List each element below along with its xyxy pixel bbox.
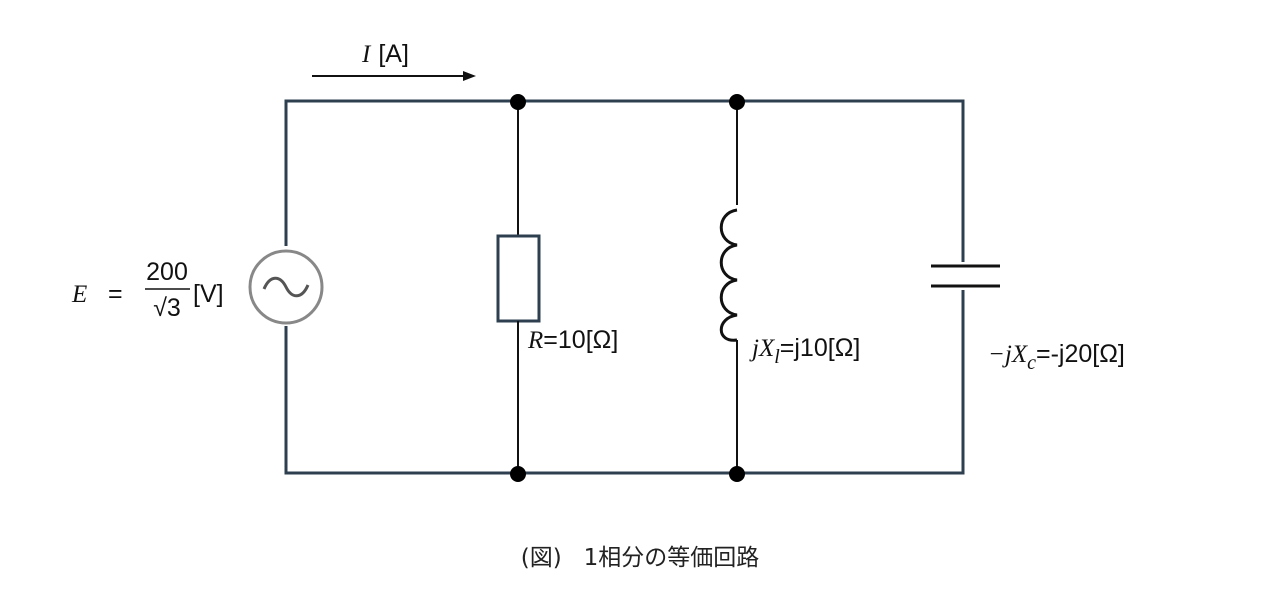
source-numerator: 200 [146, 258, 188, 286]
node-top-right [729, 94, 745, 110]
ac-source-icon [248, 249, 324, 325]
node-bottom-right [729, 466, 745, 482]
capacitor-symbol-text: −jX [988, 341, 1029, 368]
current-unit: [A] [378, 40, 409, 68]
inductor-coil [719, 208, 738, 342]
svg-text:E: E [71, 281, 87, 308]
resistor-label: R=10[Ω] [527, 326, 618, 354]
inductor-label: jXl=j10[Ω] [749, 334, 860, 368]
inductor-branch [719, 101, 738, 473]
junction-nodes [510, 94, 745, 482]
node-bottom-left [510, 466, 526, 482]
resistor-symbol-text: R [527, 327, 543, 354]
outer-loop-wire [284, 99, 965, 475]
figure-caption: (図) 1相分の等価回路 [521, 545, 760, 571]
inductor-subscript: l [774, 346, 780, 368]
source-unit: [V] [193, 280, 224, 308]
inductor-value: =j10[Ω] [780, 334, 861, 362]
source-label: E = 200 √3 [V] [71, 258, 224, 322]
current-arrow [312, 71, 476, 81]
capacitor-value: =-j20[Ω] [1036, 340, 1125, 368]
source-equals: = [108, 280, 123, 308]
capacitor-symbol [931, 264, 1000, 288]
current-symbol: I [361, 41, 372, 68]
capacitor-subscript: c [1027, 352, 1036, 374]
current-label: I[A] [361, 40, 409, 68]
inductor-symbol: jX [749, 335, 776, 362]
node-top-left [510, 94, 526, 110]
resistor-symbol [496, 234, 541, 323]
resistor-value: =10[Ω] [543, 326, 618, 354]
source-symbol: E [71, 281, 87, 308]
resistor-branch [496, 101, 541, 473]
capacitor-label: −jXc=-j20[Ω] [988, 340, 1125, 374]
source-denominator: √3 [153, 294, 181, 322]
